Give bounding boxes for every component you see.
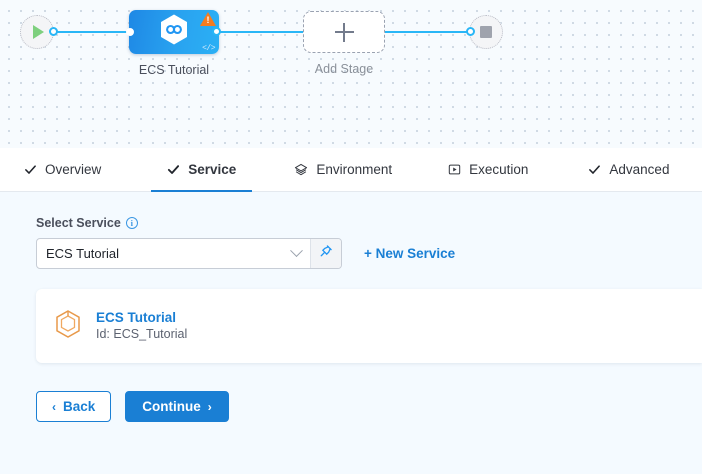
select-service-row: ECS Tutorial + New Service [36, 238, 702, 269]
layers-icon [294, 163, 308, 177]
chevron-right-icon: › [207, 399, 212, 414]
warning-triangle-icon [200, 12, 216, 26]
play-frame-icon [448, 163, 461, 176]
add-stage-label: Add Stage [314, 62, 374, 76]
chevron-down-icon [290, 244, 303, 258]
service-card-name[interactable]: ECS Tutorial [96, 310, 177, 325]
continue-button[interactable]: Continue › [125, 391, 229, 422]
tab-overview[interactable]: Overview [8, 148, 117, 192]
service-card-id: Id: ECS_Tutorial [96, 327, 188, 341]
service-hexagon-icon [54, 309, 82, 344]
end-node-input-port[interactable] [466, 27, 475, 36]
new-service-button[interactable]: + New Service [364, 246, 456, 261]
check-icon [167, 163, 180, 176]
harness-hexagon-icon [159, 14, 189, 51]
edge-stage-to-addstage [215, 31, 307, 33]
form-footer-buttons: ‹ Back Continue › [36, 391, 702, 422]
stage-tab-bar[interactable]: Overview Service Environment Exec [0, 148, 702, 193]
pipeline-start-node[interactable] [20, 15, 54, 49]
tab-advanced[interactable]: Advanced [572, 148, 685, 192]
edge-start-to-stage [52, 31, 134, 33]
select-service-label-text: Select Service [36, 216, 121, 230]
tab-environment-label: Environment [316, 162, 393, 177]
chevron-left-icon: ‹ [52, 399, 56, 414]
edge-addstage-to-end [382, 31, 476, 33]
continue-button-label: Continue [142, 399, 201, 414]
pin-service-button[interactable] [310, 239, 341, 268]
add-stage-button[interactable] [303, 11, 385, 53]
back-button[interactable]: ‹ Back [36, 391, 112, 422]
tab-service-label: Service [188, 162, 237, 177]
warning-exclamation: ! [206, 15, 210, 25]
stage-node-input-port[interactable] [126, 28, 134, 36]
service-tab-content: Select Service i ECS Tutorial [0, 192, 702, 474]
tab-advanced-label: Advanced [609, 162, 670, 177]
service-select[interactable]: ECS Tutorial [36, 238, 342, 269]
stage-node-output-port[interactable] [212, 27, 221, 36]
service-select-value: ECS Tutorial [46, 246, 119, 261]
tab-environment[interactable]: Environment [278, 148, 408, 192]
info-icon[interactable]: i [125, 217, 138, 229]
pushpin-icon [319, 244, 333, 263]
service-card-texts: ECS Tutorial Id: ECS_Tutorial [96, 309, 187, 343]
check-icon [588, 163, 601, 176]
tab-service[interactable]: Service [151, 148, 253, 193]
stage-node-ecs-tutorial[interactable]: ! </> [129, 10, 219, 54]
tab-overview-label: Overview [45, 162, 102, 177]
pipeline-canvas[interactable]: ! </> ECS Tutorial Add Stage [0, 0, 702, 148]
check-icon [24, 163, 37, 176]
play-icon [33, 25, 44, 39]
tab-execution-label: Execution [469, 162, 529, 177]
selected-service-card[interactable]: ECS Tutorial Id: ECS_Tutorial [36, 289, 702, 363]
stage-node-label: ECS Tutorial [138, 63, 210, 77]
code-brackets-icon[interactable]: </> [202, 44, 215, 53]
back-button-label: Back [63, 399, 96, 414]
tab-execution[interactable]: Execution [432, 148, 544, 192]
plus-icon [334, 22, 354, 42]
service-select-box[interactable]: ECS Tutorial [37, 239, 310, 268]
stop-square-icon [480, 26, 492, 38]
select-service-label: Select Service i [36, 216, 702, 230]
start-node-output-port[interactable] [49, 27, 58, 36]
